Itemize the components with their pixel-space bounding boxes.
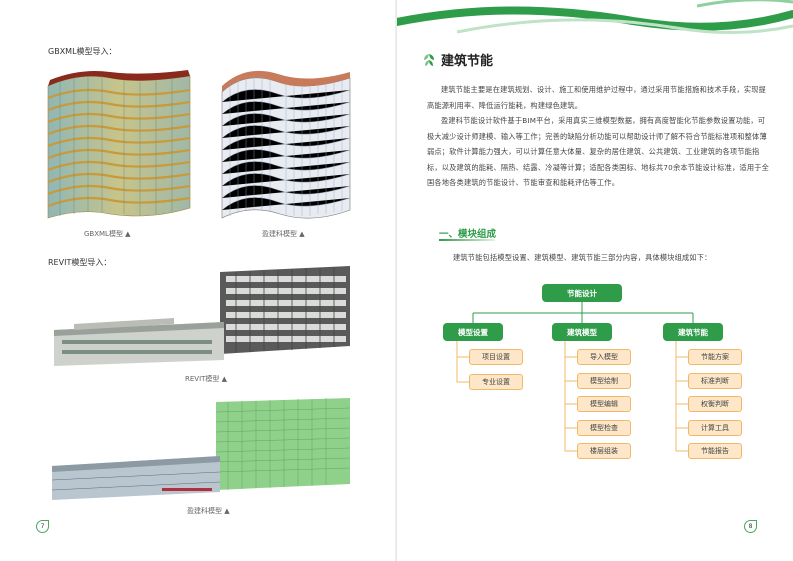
revit-label: REVIT模型导入：	[48, 258, 112, 267]
tree-leaf: 楼层组装	[577, 443, 631, 459]
paragraph-2: 盈建科节能设计软件基于BIM平台，采用真实三维模型数据，拥有高度智能化节能参数设…	[427, 116, 769, 188]
revit-caption: REVIT模型 ▲	[185, 375, 228, 383]
page-title: 建筑节能	[441, 54, 494, 69]
leaf-icon	[424, 53, 434, 66]
revit-model-image	[54, 266, 350, 366]
section-intro: 建筑节能包括模型设置、建筑模型、建筑节能三部分内容，具体模块组成如下：	[453, 253, 712, 262]
section-title: 一、模块组成	[439, 229, 497, 240]
page-number-left: 7	[36, 520, 49, 533]
gutter	[395, 0, 398, 561]
tree-leaf: 模型检查	[577, 420, 631, 436]
tree-branch-building-energy: 建筑节能	[663, 323, 723, 341]
section-underline	[439, 239, 495, 241]
page-number-right: 8	[744, 520, 757, 533]
header-wave-decoration	[397, 0, 793, 35]
tree-leaf: 节能方案	[688, 349, 742, 365]
tree-leaf: 计算工具	[688, 420, 742, 436]
tree-root-node: 节能设计	[542, 284, 622, 302]
tree-leaf: 模型编辑	[577, 396, 631, 412]
ys-model-image-1	[221, 70, 351, 219]
tree-leaf: 项目设置	[469, 349, 523, 365]
ys-model-image-2	[52, 398, 351, 500]
paragraph-1: 建筑节能主要是在建筑规划、设计、施工和使用维护过程中，通过采用节能措施和技术手段…	[427, 85, 767, 110]
title-row: 建筑节能	[423, 50, 493, 69]
right-page: 建筑节能 建筑节能主要是在建筑规划、设计、施工和使用维护过程中，通过采用节能措施…	[397, 0, 793, 561]
tree-branch-building-model: 建筑模型	[552, 323, 612, 341]
gbxml-label: GBXML模型导入：	[48, 47, 117, 56]
tree-leaf: 标准判断	[688, 373, 742, 389]
tree-leaf: 导入模型	[577, 349, 631, 365]
left-page: GBXML模型导入：	[0, 0, 396, 561]
ys-caption-1: 盈建科模型 ▲	[262, 230, 305, 238]
ys-caption-2: 盈建科模型 ▲	[187, 507, 230, 515]
gbxml-model-image	[47, 70, 191, 219]
gbxml-caption: GBXML模型 ▲	[84, 230, 131, 238]
tree-branch-model-settings: 模型设置	[443, 323, 503, 341]
tree-leaf: 权衡判断	[688, 396, 742, 412]
tree-leaf: 节能报告	[688, 443, 742, 459]
tree-leaf: 专业设置	[469, 374, 523, 390]
tree-leaf: 模型绘制	[577, 373, 631, 389]
